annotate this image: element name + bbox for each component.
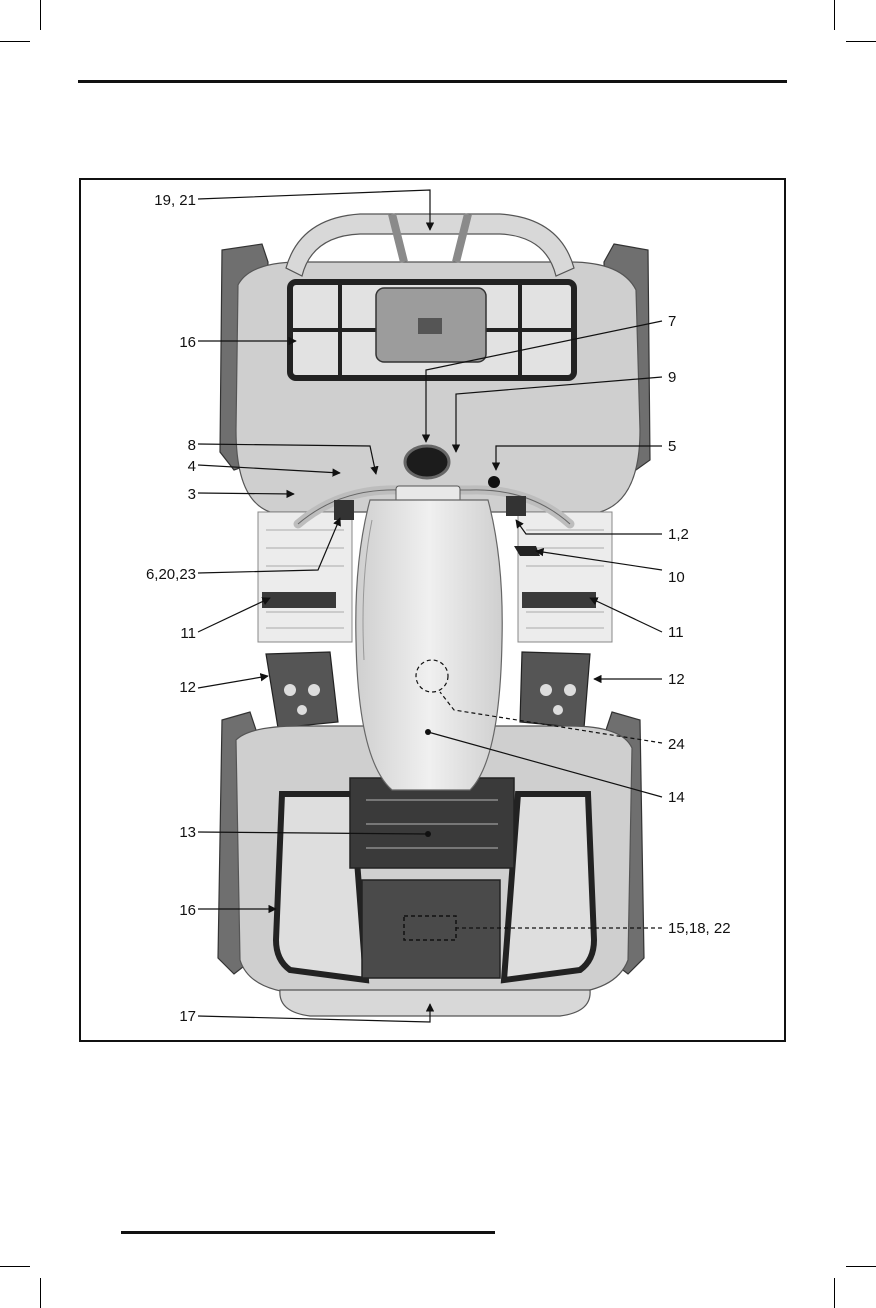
callout-label: 14 [668, 789, 685, 806]
callout-label: 12 [668, 671, 685, 688]
crop-mark [846, 1266, 876, 1267]
crop-mark [40, 0, 41, 30]
rear-storage-lid [361, 879, 501, 979]
crop-mark [0, 41, 30, 42]
atv-illustration [217, 213, 651, 1017]
callout-label: 15,18, 22 [668, 920, 731, 937]
left-grip-controls [334, 500, 354, 520]
callout-label: 7 [668, 313, 676, 330]
callout-label: 19, 21 [154, 192, 196, 209]
crop-mark [0, 1266, 30, 1267]
leader-lines [197, 189, 663, 1023]
left-footpeg [262, 592, 336, 608]
callout-label: 17 [179, 1008, 196, 1025]
footer-rule [121, 1231, 495, 1234]
crop-mark [40, 1278, 41, 1308]
callout-label: 13 [179, 824, 196, 841]
crop-mark [834, 1278, 835, 1308]
right-grip-controls [506, 496, 526, 516]
callout-labels: 19, 21 16 7 9 8 5 4 3 1,2 6,20,23 10 11 … [146, 192, 731, 1025]
right-footpeg [522, 592, 596, 608]
callout-label: 12 [179, 679, 196, 696]
header-rule [78, 80, 787, 83]
callout-label: 11 [180, 625, 196, 642]
seat-latch-area [415, 659, 449, 693]
front-bumper [285, 213, 575, 277]
callout-label: 6,20,23 [146, 566, 196, 583]
callout-label: 24 [668, 736, 685, 753]
right-footwell [517, 511, 613, 643]
callout-label: 8 [188, 437, 196, 454]
callout-label: 11 [668, 624, 684, 641]
crop-mark [834, 0, 835, 30]
callout-label: 3 [188, 486, 196, 503]
left-footwell [257, 511, 353, 643]
callout-label: 16 [179, 334, 196, 351]
callout-label: 9 [668, 369, 676, 386]
parking-brake-lever [514, 546, 540, 556]
callout-label: 4 [188, 458, 196, 475]
right-footrest [519, 651, 591, 729]
start-switch [488, 476, 500, 488]
fuel-cap [403, 444, 451, 480]
rear-bumper [279, 989, 591, 1017]
left-footrest [265, 651, 339, 729]
callout-label: 1,2 [668, 526, 689, 543]
crop-mark [846, 41, 876, 42]
callout-label: 5 [668, 438, 676, 455]
callout-label: 10 [668, 569, 685, 586]
seat [355, 499, 503, 791]
callout-label: 16 [179, 902, 196, 919]
